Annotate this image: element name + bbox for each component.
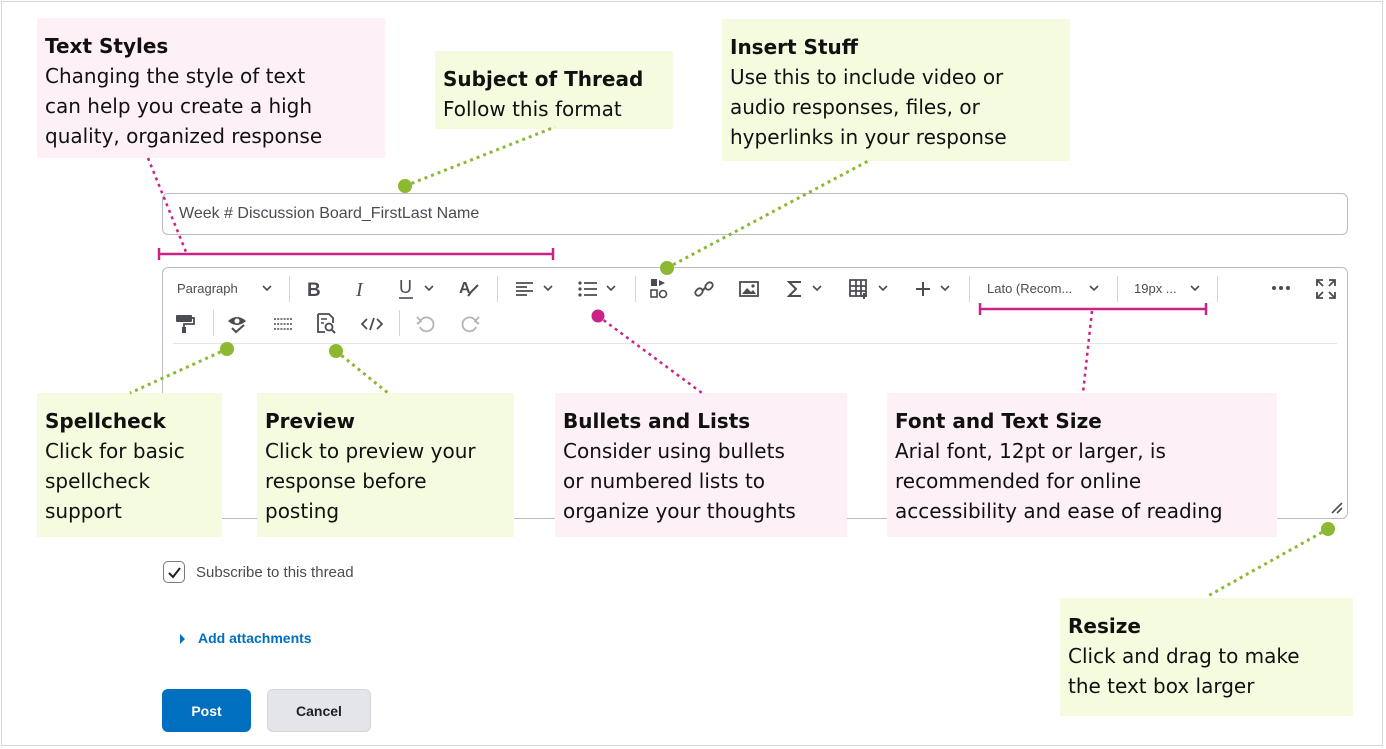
- preview-icon[interactable]: [317, 313, 337, 335]
- subject-input-value: Week # Discussion Board_FirstLast Name: [179, 205, 480, 222]
- chevron-down-icon: [940, 285, 950, 292]
- equation-sigma-icon[interactable]: [787, 279, 803, 299]
- redo-icon[interactable]: [460, 314, 480, 334]
- undo-icon[interactable]: [416, 314, 436, 334]
- note-body: Consider using bullets or numbered lists…: [563, 439, 796, 523]
- note-text-styles: Text Styles Changing the style of text c…: [37, 18, 385, 158]
- svg-text:I: I: [355, 279, 364, 299]
- note-body: Click and drag to make the text box larg…: [1068, 644, 1300, 698]
- note-spellcheck: Spellcheck Click for basic spellcheck su…: [37, 393, 222, 537]
- cancel-button[interactable]: Cancel: [267, 689, 371, 732]
- toolbar-divider: [1217, 276, 1218, 302]
- font-family-label: Lato (Recom...: [987, 281, 1073, 296]
- toolbar-divider: [635, 276, 636, 302]
- toolbar-divider: [399, 310, 400, 336]
- checkmark-icon: [168, 567, 181, 579]
- note-body: Changing the style of text can help you …: [45, 64, 323, 148]
- italic-icon[interactable]: I: [353, 279, 369, 299]
- toolbar-divider: [213, 310, 214, 336]
- note-body: Follow this format: [443, 97, 622, 121]
- add-attachments-link[interactable]: Add attachments: [198, 630, 312, 646]
- svg-text:B: B: [307, 280, 321, 299]
- text-color-icon[interactable]: A: [458, 279, 480, 299]
- chevron-down-icon: [1089, 285, 1099, 292]
- paragraph-format-label: Paragraph: [177, 281, 238, 296]
- toolbar-divider: [289, 276, 290, 302]
- subscribe-label: Subscribe to this thread: [196, 564, 354, 581]
- svg-text:A: A: [459, 280, 471, 297]
- note-title: Subject of Thread: [443, 67, 644, 91]
- post-button[interactable]: Post: [162, 689, 251, 732]
- chevron-down-icon: [424, 285, 434, 292]
- note-insert-stuff: Insert Stuff Use this to include video o…: [722, 19, 1070, 161]
- note-title: Bullets and Lists: [563, 409, 751, 433]
- note-subject-of-thread: Subject of Thread Follow this format: [435, 51, 673, 129]
- link-icon[interactable]: [694, 279, 714, 299]
- image-icon[interactable]: [739, 280, 759, 298]
- chevron-down-icon: [812, 285, 822, 292]
- toolbar-divider: [497, 276, 498, 302]
- plus-icon[interactable]: [914, 280, 932, 298]
- note-title: Text Styles: [45, 34, 169, 58]
- note-title: Resize: [1068, 614, 1141, 638]
- note-body: Click for basic spellcheck support: [45, 439, 185, 523]
- chevron-down-icon: [262, 285, 272, 292]
- resize-handle-icon[interactable]: [1329, 500, 1343, 514]
- note-bullets-and-lists: Bullets and Lists Consider using bullets…: [555, 393, 847, 537]
- note-title: Insert Stuff: [730, 35, 858, 59]
- svg-text:U: U: [399, 278, 412, 297]
- chevron-down-icon: [543, 285, 553, 292]
- note-title: Spellcheck: [45, 409, 166, 433]
- toolbar-divider: [969, 276, 970, 302]
- paragraph-format-dropdown[interactable]: Paragraph: [177, 281, 238, 296]
- note-font-and-text-size: Font and Text Size Arial font, 12pt or l…: [887, 393, 1277, 537]
- bold-icon[interactable]: B: [306, 279, 324, 299]
- subject-input[interactable]: Week # Discussion Board_FirstLast Name: [162, 193, 1348, 235]
- font-size-dropdown[interactable]: 19px ...: [1134, 281, 1177, 296]
- note-body: Use this to include video or audio respo…: [730, 65, 1007, 149]
- note-body: Arial font, 12pt or larger, is recommend…: [895, 439, 1223, 523]
- font-size-label: 19px ...: [1134, 281, 1177, 296]
- note-preview: Preview Click to preview your response b…: [257, 393, 514, 537]
- note-title: Font and Text Size: [895, 409, 1102, 433]
- chevron-down-icon: [1190, 285, 1200, 292]
- subscribe-checkbox[interactable]: [163, 561, 185, 583]
- spellcheck-icon[interactable]: [227, 314, 247, 334]
- word-count-icon[interactable]: [273, 315, 293, 333]
- chevron-down-icon: [878, 285, 888, 292]
- source-code-icon[interactable]: [361, 317, 383, 331]
- table-icon[interactable]: [849, 279, 871, 299]
- chevron-down-icon: [606, 285, 616, 292]
- toolbar-divider: [1117, 276, 1118, 302]
- note-title: Preview: [265, 409, 356, 433]
- more-options-icon[interactable]: [1271, 283, 1291, 293]
- caret-right-icon[interactable]: [178, 633, 188, 645]
- font-family-dropdown[interactable]: Lato (Recom...: [987, 281, 1072, 296]
- bullet-list-icon[interactable]: [577, 279, 599, 299]
- toolbar-bottom-border: [173, 343, 1337, 344]
- note-resize: Resize Click and drag to make the text b…: [1060, 598, 1353, 716]
- align-left-icon[interactable]: [515, 280, 535, 298]
- fullscreen-icon[interactable]: [1316, 279, 1336, 299]
- insert-stuff-icon[interactable]: [650, 278, 670, 300]
- note-body: Click to preview your response before po…: [265, 439, 476, 523]
- underline-icon[interactable]: U: [398, 278, 418, 300]
- format-painter-icon[interactable]: [175, 314, 195, 334]
